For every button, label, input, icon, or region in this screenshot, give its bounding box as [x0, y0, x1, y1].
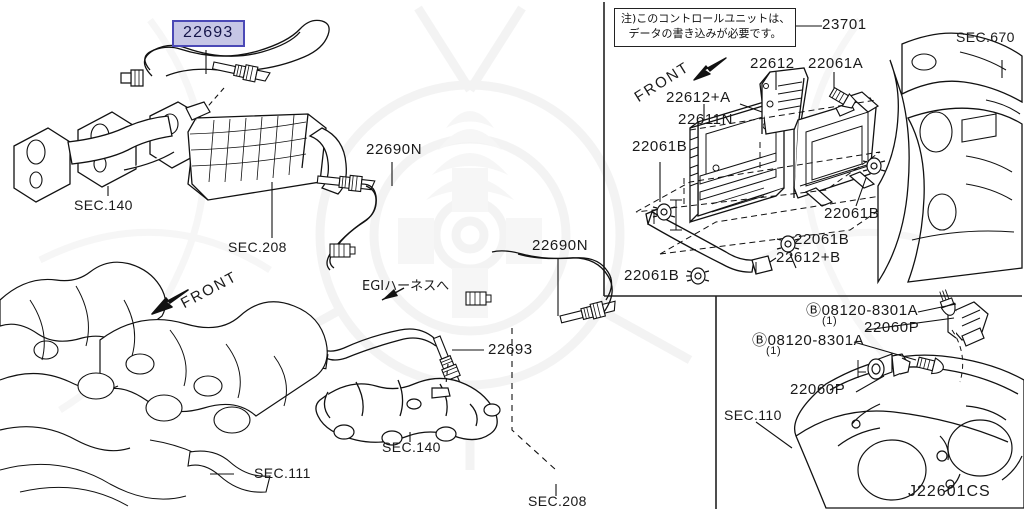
- callout-22693-lower[interactable]: 22693: [488, 341, 533, 358]
- diagram-id: J22601CS: [908, 483, 991, 500]
- callout-22061a[interactable]: 22061A: [808, 55, 864, 72]
- section-ref-sec-140-upper[interactable]: SEC.140: [74, 197, 133, 213]
- fastener-callout-upper[interactable]: Ⓑ08120-8301A (1): [806, 302, 919, 327]
- callout-23701[interactable]: 23701: [822, 16, 867, 33]
- highlighted-part-number-22693[interactable]: 22693: [172, 20, 245, 47]
- fastener-number-lower: 08120-8301A: [767, 332, 865, 349]
- callout-22690n-upper[interactable]: 22690N: [366, 141, 423, 158]
- callout-22061b-right-lower[interactable]: 22061B: [794, 231, 850, 248]
- callout-22690n-lower[interactable]: 22690N: [532, 237, 589, 254]
- egi-harness-note: EGIハーネスへ: [362, 279, 450, 294]
- fastener-qty-upper: (1): [822, 315, 838, 327]
- callout-22061b-bottom-left[interactable]: 22061B: [624, 267, 680, 284]
- fastener-mark-upper: Ⓑ: [806, 302, 822, 319]
- note-line-1: 注)このコントロールユニットは、: [621, 12, 791, 25]
- callout-22611n[interactable]: 22611N: [678, 111, 734, 128]
- callout-22061b-right-upper[interactable]: 22061B: [824, 205, 880, 222]
- callout-22060p-lower[interactable]: 22060P: [790, 381, 846, 398]
- callout-22612[interactable]: 22612: [750, 55, 795, 72]
- front-arrow-engine-icon: [151, 289, 189, 315]
- fastener-qty-lower: (1): [766, 345, 782, 357]
- fastener-callout-lower[interactable]: Ⓑ08120-8301A (1): [752, 332, 865, 357]
- fastener-mark-lower: Ⓑ: [752, 332, 768, 349]
- section-ref-sec-111[interactable]: SEC.111: [254, 465, 311, 481]
- front-arrow-ecu-icon: [693, 57, 727, 81]
- section-ref-sec-208-upper[interactable]: SEC.208: [228, 239, 287, 255]
- callout-22060p-upper[interactable]: 22060P: [864, 319, 920, 336]
- section-ref-sec-110[interactable]: SEC.110: [724, 407, 782, 423]
- control-unit-note-box: 注)このコントロールユニットは、 データの書き込みが必要です。: [614, 8, 796, 47]
- note-line-2: データの書き込みが必要です。: [628, 26, 782, 40]
- callout-22612-plus-b[interactable]: 22612+B: [776, 249, 841, 266]
- section-ref-sec-670[interactable]: SEC.670: [956, 29, 1015, 45]
- callout-22612-plus-a[interactable]: 22612+A: [666, 89, 731, 106]
- callout-22061b-top-left[interactable]: 22061B: [632, 138, 688, 155]
- section-ref-sec-208-lower[interactable]: SEC.208: [528, 493, 587, 509]
- section-ref-sec-140-lower[interactable]: SEC.140: [382, 439, 441, 455]
- fastener-number-upper: 08120-8301A: [821, 302, 919, 319]
